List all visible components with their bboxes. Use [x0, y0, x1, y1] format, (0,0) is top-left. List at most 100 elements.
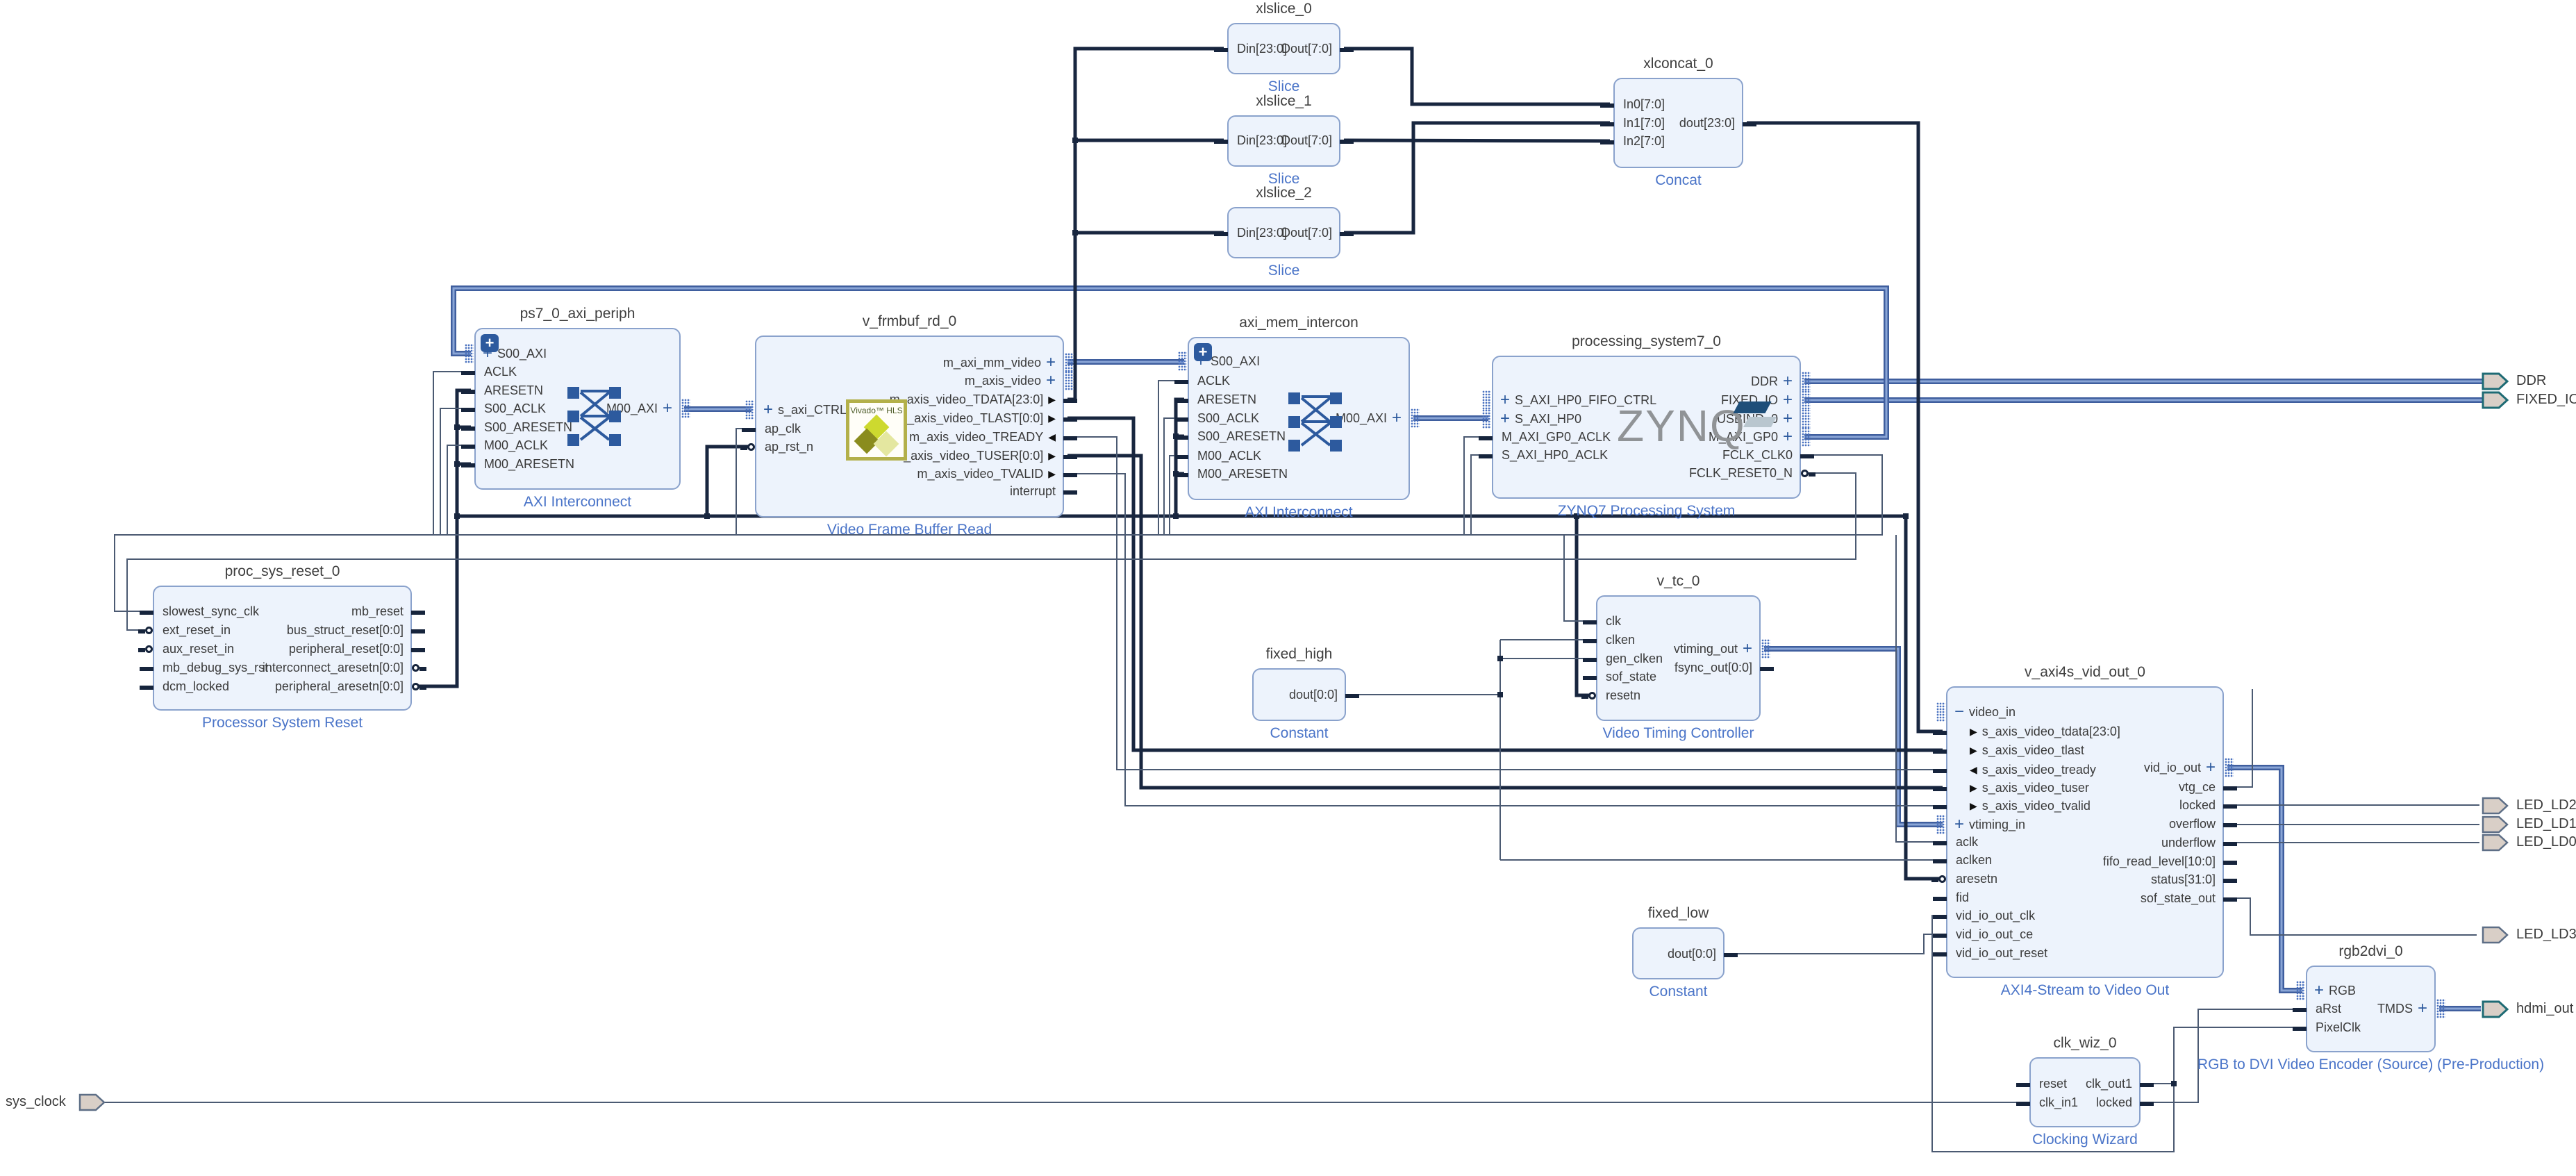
port-xlslice_0-dout-7-0-[interactable]: Dout[7:0]: [1281, 39, 1339, 58]
port-processing_system7_0-fclk-clk0[interactable]: FCLK_CLK0: [1722, 445, 1800, 465]
wire-interface-6[interactable]: [1764, 646, 1943, 827]
block-xlslice_1[interactable]: Din[23:0]Dout[7:0]: [1214, 115, 1354, 167]
port-xlslice_0-din-23-0-[interactable]: Din[23:0]: [1229, 39, 1287, 58]
port-v_axi4s_vid_out_0-s-axis-video-tdata-23-0-[interactable]: ▶s_axis_video_tdata[23:0]: [1947, 722, 2120, 741]
port-v_axi4s_vid_out_0-sof-state-out[interactable]: sof_state_out: [2141, 888, 2222, 908]
port-rgb2dvi_0-rgb[interactable]: +RGB: [2307, 981, 2356, 1000]
port-v_tc_0-gen-clken[interactable]: gen_clken: [1597, 649, 1663, 668]
block-xlslice_2[interactable]: Din[23:0]Dout[7:0]: [1214, 207, 1354, 258]
port-proc_sys_reset_0-peripheral-reset-0-0-[interactable]: peripheral_reset[0:0]: [289, 639, 410, 659]
port-v_axi4s_vid_out_0-s-axis-video-tlast[interactable]: ▶s_axis_video_tlast: [1947, 740, 2084, 760]
wire-net-52[interactable]: [2227, 897, 2477, 936]
port-ps7_0_axi_periph-m00-aclk[interactable]: M00_ACLK: [476, 436, 548, 455]
wire-net-33[interactable]: [447, 445, 471, 535]
external-port-fixed_io[interactable]: [2482, 390, 2509, 410]
wire-net-30[interactable]: [114, 454, 1883, 612]
port-xlconcat_0-in0-7-0-[interactable]: In0[7:0]: [1615, 94, 1665, 114]
port-axi_mem_intercon-m00-axi[interactable]: M00_AXI+: [1336, 408, 1409, 428]
block-xlslice_0[interactable]: Din[23:0]Dout[7:0]: [1214, 23, 1354, 74]
port-axi_mem_intercon-m00-aresetn[interactable]: M00_ARESETN: [1189, 464, 1288, 483]
port-proc_sys_reset_0-ext-reset-in[interactable]: ext_reset_in: [154, 620, 231, 640]
wire-interface-core-6[interactable]: [1764, 647, 1943, 826]
port-v_frmbuf_rd_0-m-axis-video-tready[interactable]: m_axis_video_TREADY◀: [909, 427, 1063, 447]
port-axi_mem_intercon-s00-axi[interactable]: +S00_AXI: [1189, 351, 1260, 371]
port-v_tc_0-sof-state[interactable]: sof_state: [1597, 667, 1656, 686]
port-axi_mem_intercon-m00-aclk[interactable]: M00_ACLK: [1189, 446, 1261, 465]
port-ps7_0_axi_periph-s00-axi[interactable]: +S00_AXI: [476, 344, 547, 363]
wire-net-34[interactable]: [736, 428, 748, 535]
wire-bus-22[interactable]: [705, 445, 748, 516]
port-v_axi4s_vid_out_0-status-31-0-[interactable]: status[31:0]: [2151, 870, 2222, 889]
wire-net-39[interactable]: [1470, 454, 1488, 535]
port-proc_sys_reset_0-mb-debug-sys-rst[interactable]: mb_debug_sys_rst: [154, 658, 268, 677]
port-v_tc_0-fsync-out-0-0-[interactable]: fsync_out[0:0]: [1675, 658, 1759, 677]
wire-bus-16[interactable]: [1067, 416, 1943, 752]
wire-bus-13[interactable]: [1344, 47, 1610, 106]
port-proc_sys_reset_0-slowest-sync-clk[interactable]: slowest_sync_clk: [154, 602, 259, 621]
port-v_frmbuf_rd_0-ap-clk[interactable]: ap_clk: [756, 419, 801, 438]
port-v_frmbuf_rd_0-m-axis-video-tuser-0-0-[interactable]: m_axis_video_TUSER[0:0]▶: [893, 446, 1063, 465]
port-xlconcat_0-in2-7-0-[interactable]: In2[7:0]: [1615, 131, 1665, 151]
port-fixed_low-dout-0-0-[interactable]: dout[0:0]: [1668, 944, 1723, 963]
port-v_frmbuf_rd_0-m-axis-video-tvalid[interactable]: m_axis_video_TVALID▶: [917, 464, 1063, 483]
wire-interface-core-7[interactable]: [2227, 766, 2302, 992]
port-proc_sys_reset_0-interconnect-aresetn-0-0-[interactable]: interconnect_aresetn[0:0]: [263, 658, 410, 677]
port-xlslice_1-dout-7-0-[interactable]: Dout[7:0]: [1281, 131, 1339, 150]
wire-bus-27[interactable]: [1904, 516, 1943, 881]
expand-button[interactable]: +: [481, 334, 499, 352]
external-port-led_ld3[interactable]: [2482, 925, 2509, 945]
external-port-hdmi_out[interactable]: [2482, 1000, 2509, 1019]
port-v_axi4s_vid_out_0-vtiming-in[interactable]: +vtiming_in: [1947, 815, 2025, 834]
port-v_axi4s_vid_out_0-fid[interactable]: fid: [1947, 888, 1969, 907]
port-v_frmbuf_rd_0-m-axi-mm-video[interactable]: m_axi_mm_video+: [943, 353, 1063, 372]
wire-bus-15[interactable]: [1344, 121, 1610, 235]
port-v_frmbuf_rd_0-s-axi-ctrl[interactable]: +s_axi_CTRL: [756, 400, 847, 420]
port-v_frmbuf_rd_0-interrupt[interactable]: interrupt: [1010, 481, 1063, 501]
block-xlconcat_0[interactable]: In0[7:0]In1[7:0]In2[7:0]dout[23:0]: [1600, 78, 1756, 168]
port-ps7_0_axi_periph-s00-aresetn[interactable]: S00_ARESETN: [476, 417, 572, 437]
port-proc_sys_reset_0-peripheral-aresetn-0-0-[interactable]: peripheral_aresetn[0:0]: [275, 677, 410, 696]
block-v_axi4s_vid_out_0[interactable]: −video_in▶s_axis_video_tdata[23:0]▶s_axi…: [1931, 686, 2237, 978]
port-fixed_high-dout-0-0-[interactable]: dout[0:0]: [1289, 685, 1345, 704]
port-xlslice_2-din-23-0-[interactable]: Din[23:0]: [1229, 223, 1287, 242]
block-fixed_high[interactable]: dout[0:0]: [1252, 668, 1359, 721]
port-rgb2dvi_0-arst[interactable]: aRst: [2307, 999, 2341, 1018]
port-processing_system7_0-s-axi-hp0-fifo-ctrl[interactable]: +S_AXI_HP0_FIFO_CTRL: [1493, 390, 1656, 410]
external-port-sys_clock[interactable]: [78, 1093, 106, 1112]
port-processing_system7_0-s-axi-hp0[interactable]: +S_AXI_HP0: [1493, 409, 1581, 429]
port-processing_system7_0-fclk-reset0-n[interactable]: FCLK_RESET0_N: [1689, 463, 1800, 483]
port-processing_system7_0-m-axi-gp0-aclk[interactable]: M_AXI_GP0_ACLK: [1493, 427, 1611, 447]
port-ps7_0_axi_periph-m00-aresetn[interactable]: M00_ARESETN: [476, 454, 574, 474]
port-xlslice_2-dout-7-0-[interactable]: Dout[7:0]: [1281, 223, 1339, 242]
port-v_axi4s_vid_out_0-overflow[interactable]: overflow: [2169, 814, 2222, 834]
port-axi_mem_intercon-s00-aclk[interactable]: S00_ACLK: [1189, 408, 1259, 428]
wire-bus-14[interactable]: [1343, 138, 1611, 143]
port-proc_sys_reset_0-dcm-locked[interactable]: dcm_locked: [154, 677, 229, 696]
external-port-ddr[interactable]: [2482, 372, 2509, 391]
port-v_frmbuf_rd_0-m-axis-video-tdata-23-0-[interactable]: m_axis_video_TDATA[23:0]▶: [890, 390, 1063, 409]
port-ps7_0_axi_periph-s00-aclk[interactable]: S00_ACLK: [476, 399, 546, 418]
port-v_axi4s_vid_out_0-vid-io-out[interactable]: vid_io_out+: [2144, 758, 2222, 777]
port-v_axi4s_vid_out_0-vid-io-out-ce[interactable]: vid_io_out_ce: [1947, 925, 2033, 944]
port-axi_mem_intercon-aresetn[interactable]: ARESETN: [1189, 390, 1256, 409]
wire-net-32[interactable]: [440, 408, 471, 535]
port-processing_system7_0-s-axi-hp0-aclk[interactable]: S_AXI_HP0_ACLK: [1493, 445, 1608, 465]
expand-button[interactable]: +: [1194, 343, 1212, 361]
port-v_frmbuf_rd_0-ap-rst-n[interactable]: ap_rst_n: [756, 437, 813, 456]
port-ps7_0_axi_periph-aclk[interactable]: ACLK: [476, 362, 517, 381]
port-v_frmbuf_rd_0-m-axis-video-tlast-0-0-[interactable]: m_axis_video_TLAST[0:0]▶: [897, 408, 1063, 428]
port-rgb2dvi_0-pixelclk[interactable]: PixelClk: [2307, 1018, 2361, 1037]
port-clk_wiz_0-reset[interactable]: reset: [2031, 1074, 2067, 1093]
port-xlconcat_0-dout-23-0-[interactable]: dout[23:0]: [1679, 113, 1742, 133]
external-port-led_ld1[interactable]: [2482, 815, 2509, 834]
port-proc_sys_reset_0-aux-reset-in[interactable]: aux_reset_in: [154, 639, 234, 659]
wire-net-29[interactable]: [1067, 473, 1943, 806]
wire-net-41[interactable]: [1895, 535, 1943, 843]
port-clk_wiz_0-clk-in1[interactable]: clk_in1: [2031, 1093, 2078, 1112]
